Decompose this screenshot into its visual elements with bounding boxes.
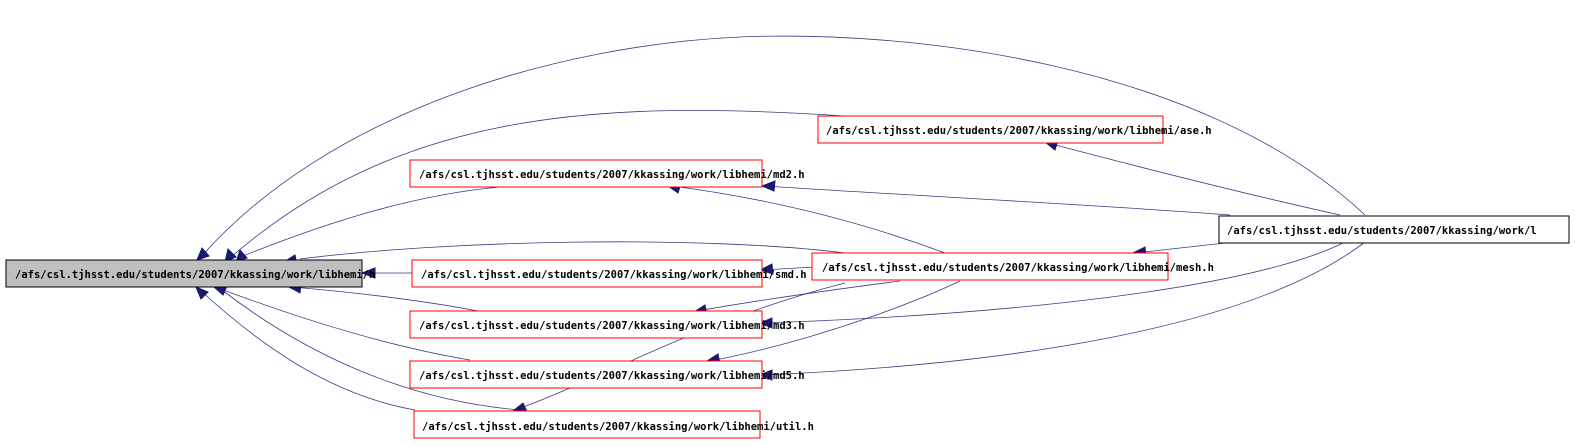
node-md2[interactable]: /afs/csl.tjhsst.edu/students/2007/kkassi… xyxy=(409,159,805,188)
node-main[interactable]: /afs/csl.tjhsst.edu/students/2007/kkassi… xyxy=(1218,215,1570,244)
node-md5[interactable]: /afs/csl.tjhsst.edu/students/2007/kkassi… xyxy=(409,360,805,389)
node-mesh-label: /afs/csl.tjhsst.edu/students/2007/kkassi… xyxy=(822,262,1214,274)
edge-mesh-to-util xyxy=(514,282,846,411)
node-md2-label: /afs/csl.tjhsst.edu/students/2007/kkassi… xyxy=(419,169,805,181)
edge-main-to-md2 xyxy=(764,185,1231,216)
node-main-label: /afs/csl.tjhsst.edu/students/2007/kkassi… xyxy=(1227,225,1537,237)
node-ase-label: /afs/csl.tjhsst.edu/students/2007/kkassi… xyxy=(826,125,1212,137)
edge-util-to-root-2 xyxy=(221,289,521,411)
edge-mesh-to-root xyxy=(299,241,846,260)
graph-edges xyxy=(199,35,1366,411)
edge-md2-to-root xyxy=(237,186,501,259)
node-root-label: /afs/csl.tjhsst.edu/students/2007/kkassi… xyxy=(15,269,375,281)
edge-main-to-mesh xyxy=(1134,242,1226,254)
arrowhead xyxy=(758,317,773,329)
node-util[interactable]: /afs/csl.tjhsst.edu/students/2007/kkassi… xyxy=(413,410,814,439)
arrowhead xyxy=(360,267,376,279)
edge-main-to-md3 xyxy=(761,241,1346,324)
edge-md5-to-root xyxy=(217,287,471,361)
edge-main-to-md5 xyxy=(761,241,1366,376)
edge-main-to-ase xyxy=(1047,142,1341,216)
edge-mesh-to-md2 xyxy=(671,185,946,254)
edge-main-to-root xyxy=(199,35,1366,259)
node-ase[interactable]: /afs/csl.tjhsst.edu/students/2007/kkassi… xyxy=(817,115,1212,144)
arrowhead xyxy=(196,247,210,261)
arrowhead xyxy=(760,180,776,192)
edge-mesh-to-md3 xyxy=(696,280,901,312)
edge-md3-to-root xyxy=(291,286,479,312)
node-util-label: /afs/csl.tjhsst.edu/students/2007/kkassi… xyxy=(422,421,814,433)
node-smd-label: /afs/csl.tjhsst.edu/students/2007/kkassi… xyxy=(421,269,807,281)
arrowhead xyxy=(195,286,209,300)
node-smd[interactable]: /afs/csl.tjhsst.edu/students/2007/kkassi… xyxy=(411,259,807,288)
edge-mesh-to-md5 xyxy=(709,280,961,362)
node-md3[interactable]: /afs/csl.tjhsst.edu/students/2007/kkassi… xyxy=(409,310,805,339)
node-md3-label: /afs/csl.tjhsst.edu/students/2007/kkassi… xyxy=(419,320,805,332)
edge-util-to-root-1 xyxy=(199,289,416,411)
arrowhead xyxy=(758,369,773,381)
edge-ase-to-root xyxy=(229,110,846,259)
node-md5-label: /afs/csl.tjhsst.edu/students/2007/kkassi… xyxy=(419,370,805,382)
node-mesh[interactable]: /afs/csl.tjhsst.edu/students/2007/kkassi… xyxy=(811,252,1214,281)
arrowhead xyxy=(758,263,774,275)
node-root[interactable]: /afs/csl.tjhsst.edu/students/2007/kkassi… xyxy=(5,259,375,288)
